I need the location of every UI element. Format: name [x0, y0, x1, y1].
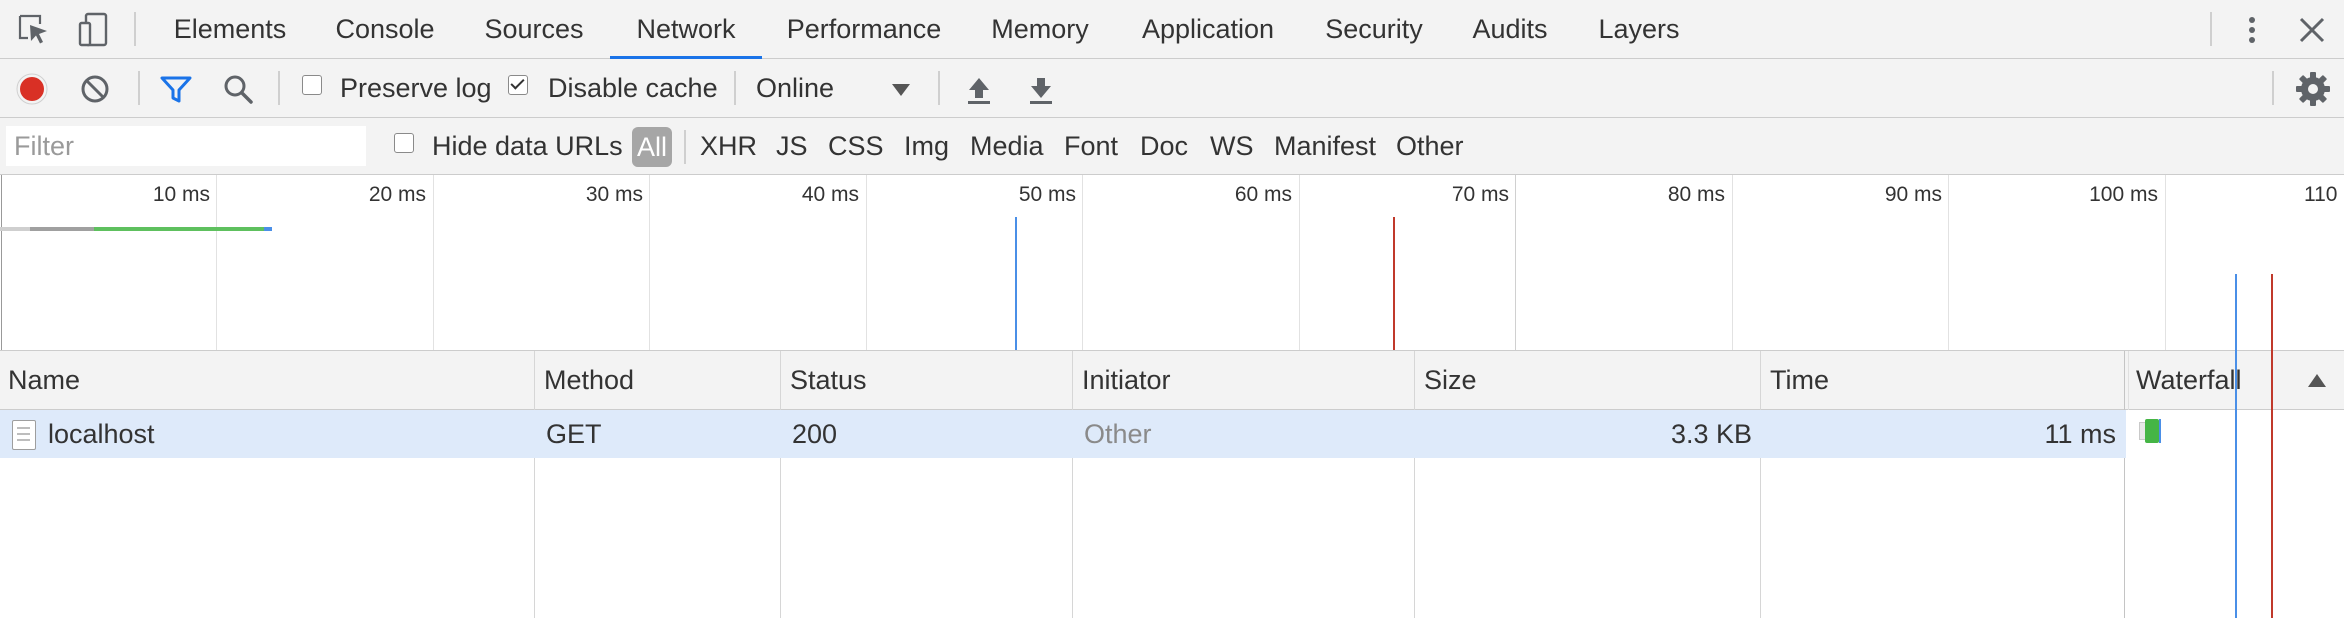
disable-cache-label[interactable]: Disable cache [548, 73, 718, 103]
disable-cache-checkbox[interactable] [508, 75, 528, 95]
preserve-log-checkbox[interactable] [302, 75, 322, 95]
column-header-time[interactable]: Time [1770, 365, 1829, 395]
column-header-waterfall[interactable]: Waterfall [2136, 365, 2242, 395]
record-icon[interactable] [14, 71, 50, 112]
tab-audits[interactable]: Audits [1472, 14, 1548, 44]
overview-tick: 60 ms [1234, 183, 1292, 206]
hide-data-urls-label[interactable]: Hide data URLs [432, 131, 623, 161]
gear-icon[interactable] [2294, 70, 2332, 113]
overview-tick: 20 ms [368, 183, 426, 206]
upload-icon[interactable] [962, 73, 996, 112]
download-icon[interactable] [1024, 73, 1058, 112]
overview-tick: 80 ms [1667, 183, 1725, 206]
column-header-name[interactable]: Name [8, 365, 81, 395]
filter-type-ws[interactable]: WS [1210, 131, 1254, 161]
request-time: 11 ms [2044, 419, 2116, 449]
filter-type-other[interactable]: Other [1396, 131, 1464, 161]
column-header-size[interactable]: Size [1424, 365, 1477, 395]
filter-type-css[interactable]: CSS [828, 131, 884, 161]
filter-type-img[interactable]: Img [904, 131, 950, 161]
tab-sources[interactable]: Sources [484, 14, 584, 44]
hide-data-urls-checkbox[interactable] [394, 133, 414, 153]
overview-tick: 90 ms [1884, 183, 1942, 206]
overview-tick: 10 ms [152, 183, 210, 206]
request-method: GET [546, 419, 602, 449]
waterfall-download-bar [2159, 419, 2161, 443]
column-header-status[interactable]: Status [790, 365, 867, 395]
tab-memory[interactable]: Memory [991, 14, 1089, 44]
column-header-method[interactable]: Method [544, 365, 635, 395]
waterfall-dom-content-loaded-line [2235, 274, 2237, 618]
preserve-log-label[interactable]: Preserve log [340, 73, 492, 103]
network-overview[interactable]: 10 ms 20 ms 30 ms 40 ms 50 ms 60 ms 70 m… [0, 175, 2344, 351]
overview-tick: 40 ms [801, 183, 859, 206]
throttling-select[interactable]: Online [756, 73, 835, 103]
overview-waiting-bar [94, 227, 264, 231]
load-event-line [1393, 217, 1395, 350]
search-icon[interactable] [220, 71, 256, 112]
column-header-initiator[interactable]: Initiator [1082, 365, 1171, 395]
filter-input[interactable] [6, 126, 366, 166]
close-icon[interactable] [2292, 10, 2332, 50]
filter-type-js[interactable]: JS [776, 131, 808, 161]
filter-type-manifest[interactable]: Manifest [1274, 131, 1377, 161]
overview-connecting-bar [30, 227, 94, 231]
tab-network[interactable]: Network [610, 0, 762, 59]
overview-queue-bar [0, 227, 30, 231]
tab-application[interactable]: Application [1141, 14, 1275, 44]
overview-download-bar [264, 227, 272, 231]
tab-elements[interactable]: Elements [173, 14, 287, 44]
filter-icon[interactable] [158, 71, 194, 112]
waterfall-column [2126, 274, 2344, 618]
inspect-element-icon[interactable] [14, 10, 54, 50]
filter-type-all[interactable]: All [632, 127, 672, 167]
filter-bar: Hide data URLs All XHR JS CSS Img Media … [0, 118, 2344, 175]
tab-performance[interactable]: Performance [786, 14, 942, 44]
requests-table-header: Name Method Status Initiator Size Time W… [0, 351, 2344, 410]
sort-ascending-icon[interactable] [2308, 374, 2326, 387]
table-row[interactable]: localhost GET 200 Other 3.3 KB 11 ms [0, 410, 2126, 458]
more-options-icon[interactable] [2232, 10, 2272, 50]
devtools-tab-bar: Elements Console Sources Network Perform… [0, 0, 2344, 59]
dom-content-loaded-line [1015, 217, 1017, 350]
chevron-down-icon[interactable] [892, 84, 910, 96]
tab-console[interactable]: Console [335, 14, 435, 44]
overview-tick: 110 [2304, 183, 2338, 206]
request-status: 200 [792, 419, 838, 449]
waterfall-timing-bar [2145, 419, 2159, 443]
filter-type-doc[interactable]: Doc [1140, 131, 1189, 161]
tab-layers[interactable]: Layers [1598, 14, 1680, 44]
waterfall-load-line [2271, 274, 2273, 618]
overview-tick: 70 ms [1451, 183, 1509, 206]
filter-type-media[interactable]: Media [970, 131, 1044, 161]
network-toolbar: Preserve log Disable cache Online [0, 59, 2344, 118]
request-initiator: Other [1084, 419, 1152, 449]
overview-tick: 100 ms [2089, 183, 2158, 206]
request-size: 3.3 KB [1670, 419, 1752, 449]
filter-type-xhr[interactable]: XHR [700, 131, 758, 161]
clear-icon[interactable] [78, 72, 112, 111]
device-toolbar-icon[interactable] [74, 10, 114, 50]
filter-type-font[interactable]: Font [1064, 131, 1119, 161]
request-name[interactable]: localhost [48, 419, 155, 449]
overview-tick: 50 ms [1018, 183, 1076, 206]
overview-tick: 30 ms [585, 183, 643, 206]
tab-security[interactable]: Security [1325, 14, 1423, 44]
document-icon [12, 420, 36, 450]
